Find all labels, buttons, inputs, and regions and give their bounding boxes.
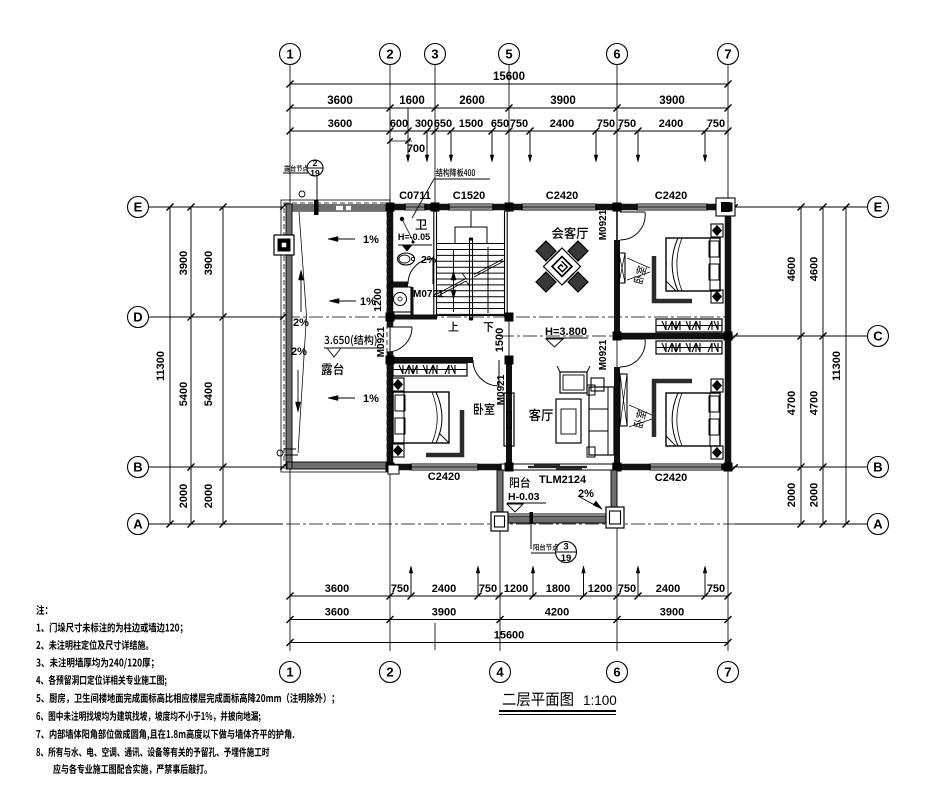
svg-text:5400: 5400	[203, 382, 215, 406]
svg-text:4: 4	[496, 665, 504, 680]
svg-text:4600: 4600	[786, 257, 798, 281]
svg-text:C2420: C2420	[655, 472, 687, 484]
svg-text:1%: 1%	[360, 296, 376, 308]
svg-text:C2420: C2420	[655, 190, 687, 202]
svg-text:2: 2	[313, 158, 318, 168]
svg-text:6: 6	[613, 665, 620, 680]
svg-text:3900: 3900	[660, 607, 684, 619]
svg-text:3900: 3900	[659, 95, 685, 107]
svg-text:2: 2	[386, 665, 393, 680]
svg-text:1%: 1%	[363, 393, 379, 405]
svg-text:2400: 2400	[656, 583, 680, 595]
svg-text:2600: 2600	[459, 95, 485, 107]
svg-text:1600: 1600	[399, 95, 425, 107]
svg-text:2400: 2400	[432, 583, 456, 595]
svg-text:2000: 2000	[809, 483, 821, 507]
svg-text:4200: 4200	[545, 607, 569, 619]
svg-text:7: 7	[724, 665, 731, 680]
svg-text:2: 2	[386, 47, 393, 62]
svg-text:750: 750	[618, 118, 636, 130]
svg-text:11300: 11300	[831, 351, 843, 381]
svg-text:B: B	[133, 460, 142, 475]
svg-text:3600: 3600	[325, 583, 349, 595]
svg-text:750: 750	[510, 118, 528, 130]
svg-text:650: 650	[434, 118, 452, 130]
svg-text:1800: 1800	[546, 583, 570, 595]
svg-text:650: 650	[491, 118, 509, 130]
svg-text:5: 5	[505, 47, 512, 62]
svg-text:E: E	[134, 200, 143, 215]
svg-text:2%: 2%	[293, 317, 309, 329]
svg-text:C: C	[873, 329, 883, 344]
svg-text:3: 3	[431, 47, 438, 62]
svg-text:3900: 3900	[178, 251, 190, 275]
svg-text:6: 6	[613, 47, 620, 62]
svg-text:750: 750	[479, 583, 497, 595]
svg-text:19: 19	[561, 553, 572, 564]
svg-text:1: 1	[286, 47, 293, 62]
svg-text:15600: 15600	[493, 71, 525, 83]
svg-text:C2420: C2420	[428, 471, 460, 483]
svg-text:2%: 2%	[578, 488, 594, 500]
svg-text:700: 700	[407, 143, 425, 155]
svg-text:1: 1	[286, 665, 293, 680]
svg-text:2000: 2000	[178, 484, 190, 508]
svg-text:3900: 3900	[203, 251, 215, 275]
svg-text:3900: 3900	[550, 95, 576, 107]
svg-text:C2420: C2420	[546, 190, 578, 202]
svg-text:3600: 3600	[327, 95, 353, 107]
svg-text:M0921: M0921	[598, 209, 609, 240]
svg-text:M0921: M0921	[376, 326, 387, 357]
svg-text:E: E	[874, 200, 883, 215]
svg-text:1%: 1%	[363, 234, 379, 246]
svg-text:1200: 1200	[504, 583, 528, 595]
svg-text:M0921: M0921	[598, 339, 609, 370]
svg-text:2400: 2400	[659, 118, 683, 130]
svg-text:1:100: 1:100	[583, 693, 617, 708]
svg-text:1500: 1500	[494, 328, 506, 352]
svg-text:2%: 2%	[291, 346, 307, 358]
svg-text:C1520: C1520	[453, 190, 485, 202]
svg-text:H=3.800: H=3.800	[545, 326, 587, 338]
svg-text:1200: 1200	[372, 288, 384, 312]
svg-text:11300: 11300	[155, 351, 167, 381]
svg-text:3900: 3900	[432, 607, 456, 619]
svg-text:H=-0.05: H=-0.05	[398, 232, 430, 242]
svg-text:300: 300	[415, 118, 433, 130]
svg-text:TLM2124: TLM2124	[539, 474, 587, 486]
svg-text:3600: 3600	[325, 607, 349, 619]
svg-text:2000: 2000	[786, 483, 798, 507]
svg-text:B: B	[873, 460, 882, 475]
svg-text:7: 7	[724, 47, 731, 62]
svg-text:3: 3	[563, 542, 568, 553]
svg-text:A: A	[873, 517, 883, 532]
svg-text:A: A	[133, 517, 143, 532]
svg-text:750: 750	[597, 118, 615, 130]
svg-text:4600: 4600	[809, 257, 821, 281]
svg-text:4700: 4700	[809, 391, 821, 415]
svg-text:15600: 15600	[494, 630, 525, 642]
svg-text:D: D	[133, 310, 142, 325]
svg-text:1200: 1200	[588, 583, 612, 595]
svg-text:750: 750	[707, 118, 725, 130]
svg-text:600: 600	[390, 118, 408, 130]
svg-text:750: 750	[618, 583, 636, 595]
svg-text:750: 750	[707, 583, 725, 595]
svg-text:M0721: M0721	[413, 289, 444, 300]
svg-text:2000: 2000	[203, 484, 215, 508]
svg-text:3600: 3600	[328, 118, 352, 130]
svg-text:1500: 1500	[459, 118, 483, 130]
svg-text:C0711: C0711	[399, 190, 431, 202]
svg-text:H-0.03: H-0.03	[508, 491, 540, 503]
svg-text:750: 750	[391, 583, 409, 595]
svg-text:4700: 4700	[786, 391, 798, 415]
svg-text:2400: 2400	[550, 118, 574, 130]
svg-text:19: 19	[310, 168, 320, 178]
svg-text:M0921: M0921	[496, 374, 507, 405]
svg-text:5400: 5400	[178, 382, 190, 406]
